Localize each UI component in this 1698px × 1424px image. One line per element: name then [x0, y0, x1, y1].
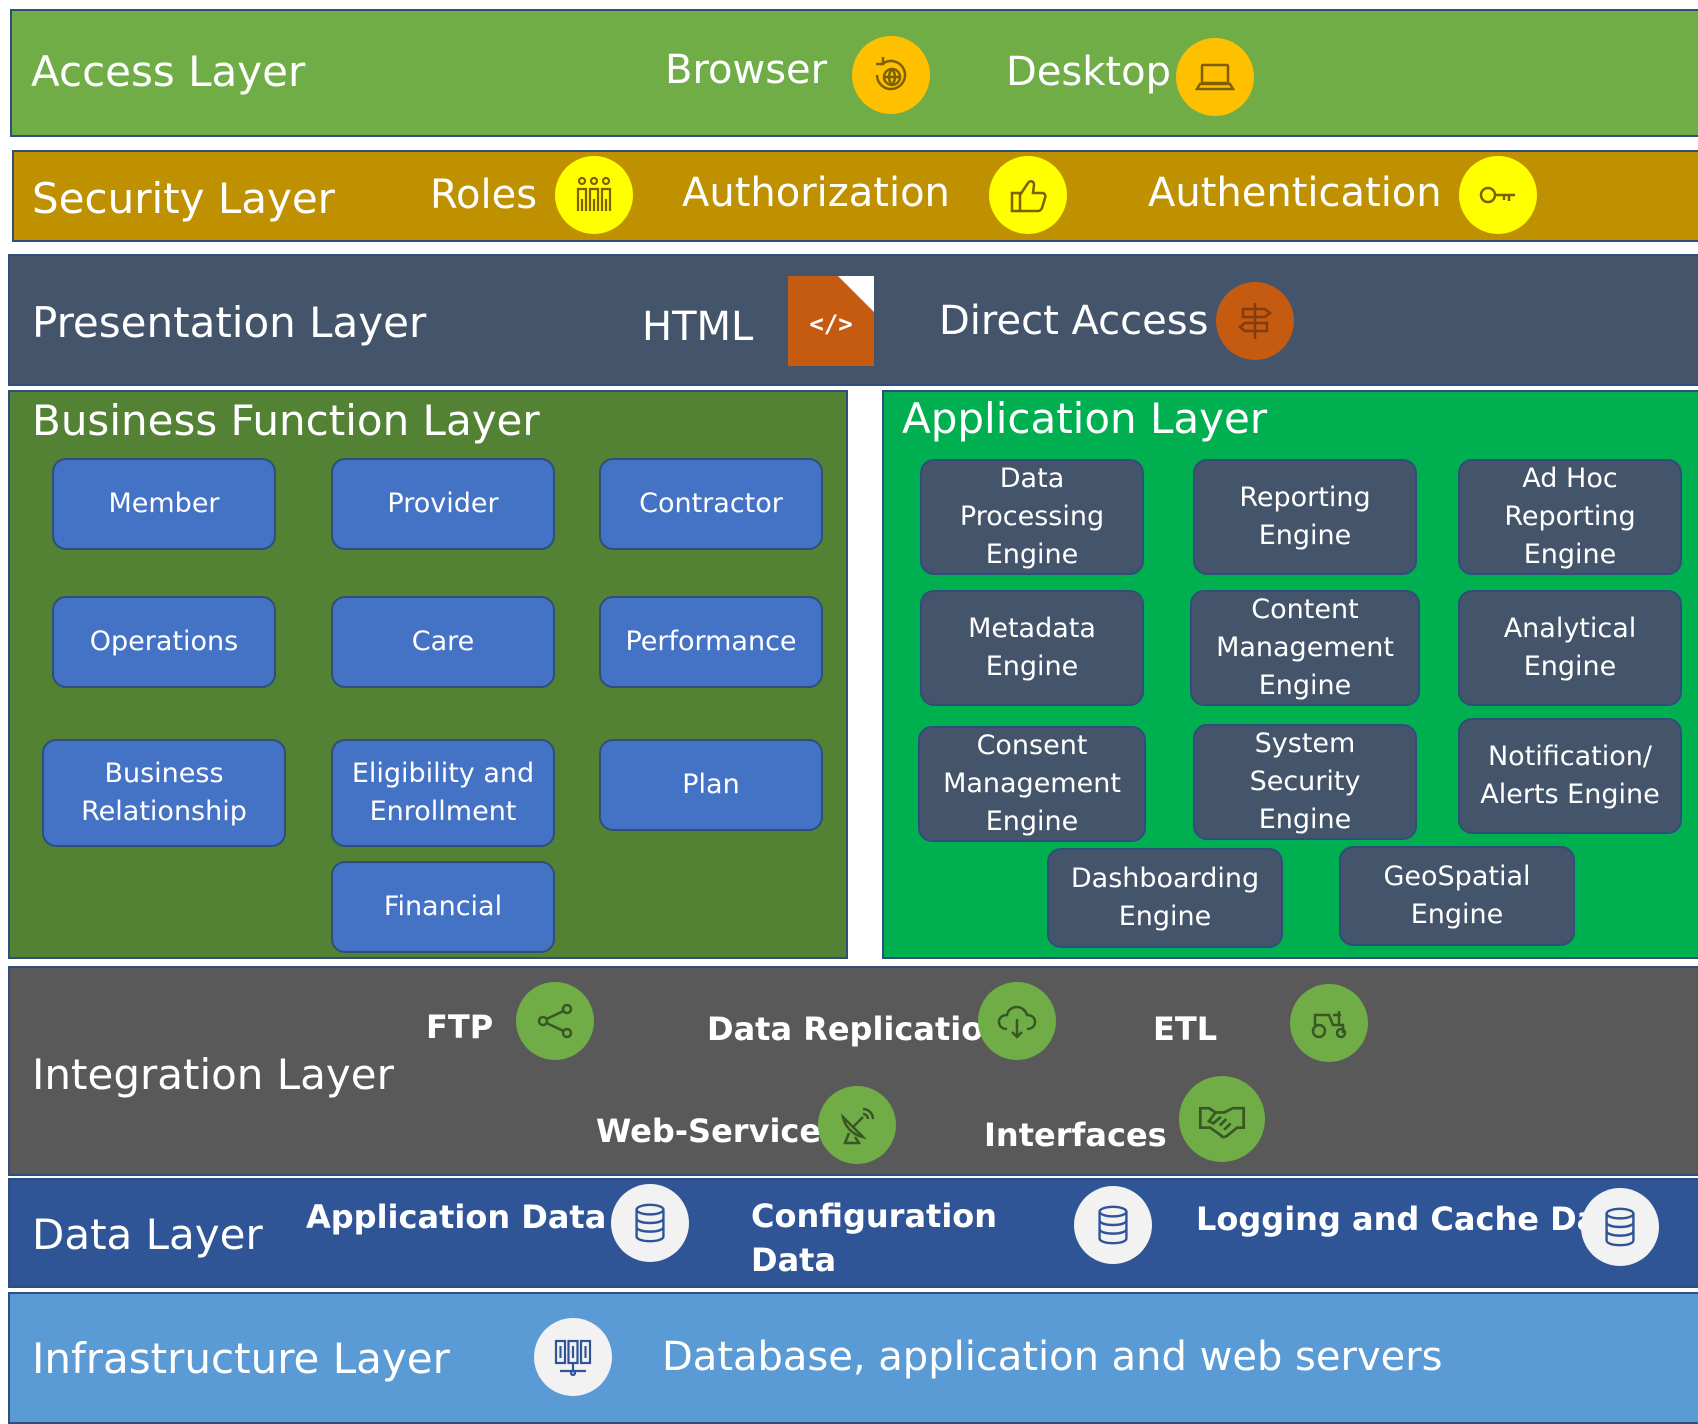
- etl-label: ETL: [1153, 1010, 1218, 1048]
- security-layer: Security Layer Roles Authorization Authe…: [12, 150, 1698, 242]
- tractor-icon: [1290, 984, 1368, 1062]
- member-box: Member: [52, 458, 276, 550]
- ftp-label: FTP: [426, 1008, 494, 1046]
- cloud-download-icon: [978, 982, 1056, 1060]
- integration-layer-title: Integration Layer: [32, 1050, 394, 1099]
- access-layer: Access Layer Browser Desktop: [10, 9, 1698, 137]
- provider-box: Provider: [331, 458, 555, 550]
- logging-cache-data-label: Logging and Cache Data: [1196, 1200, 1636, 1238]
- globe-refresh-icon: [852, 36, 930, 114]
- performance-box: Performance: [599, 596, 823, 688]
- data-replication-label: Data Replication: [707, 1010, 1006, 1048]
- laptop-icon: [1176, 38, 1254, 116]
- operations-box: Operations: [52, 596, 276, 688]
- application-layer-title: Application Layer: [902, 394, 1268, 443]
- authorization-label: Authorization: [682, 170, 950, 216]
- contractor-box: Contractor: [599, 458, 823, 550]
- roles-label: Roles: [430, 172, 538, 218]
- web-services-label: Web-Services: [596, 1112, 841, 1150]
- infrastructure-layer: Infrastructure Layer Database, applicati…: [8, 1292, 1698, 1424]
- key-icon: [1459, 156, 1537, 234]
- html-file-icon: </>: [788, 276, 874, 366]
- business-layer-title: Business Function Layer: [32, 396, 540, 445]
- html-code-symbol: </>: [809, 310, 853, 338]
- data-layer-title: Data Layer: [32, 1210, 263, 1259]
- access-layer-title: Access Layer: [31, 47, 306, 96]
- authentication-label: Authentication: [1148, 170, 1442, 216]
- interfaces-label: Interfaces: [984, 1116, 1167, 1154]
- handshake-icon: [1179, 1076, 1265, 1162]
- direct-access-label: Direct Access: [939, 298, 1209, 344]
- database-icon: [1074, 1186, 1152, 1264]
- share-icon: [516, 982, 594, 1060]
- html-label: HTML: [642, 304, 754, 350]
- data-layer: Data Layer Application Data Configuratio…: [8, 1178, 1698, 1288]
- satellite-dish-icon: [818, 1086, 896, 1164]
- integration-layer: Integration Layer FTP Data Replication E…: [8, 966, 1698, 1176]
- signpost-icon: [1216, 282, 1294, 360]
- servers-icon: [534, 1318, 612, 1396]
- care-box: Care: [331, 596, 555, 688]
- notification-alerts-engine-box: Notification/Alerts Engine: [1458, 718, 1682, 834]
- database-icon: [611, 1184, 689, 1262]
- desktop-label: Desktop: [1006, 49, 1171, 95]
- application-data-label: Application Data: [306, 1198, 607, 1236]
- presentation-layer-title: Presentation Layer: [32, 298, 427, 347]
- infrastructure-layer-title: Infrastructure Layer: [32, 1334, 450, 1383]
- financial-box: Financial: [331, 861, 555, 953]
- thumbs-up-icon: [989, 156, 1067, 234]
- browser-label: Browser: [665, 47, 828, 93]
- plan-box: Plan: [599, 739, 823, 831]
- people-icon: [555, 156, 633, 234]
- database-icon: [1581, 1188, 1659, 1266]
- infrastructure-description: Database, application and web servers: [662, 1334, 1443, 1380]
- security-layer-title: Security Layer: [32, 174, 335, 223]
- presentation-layer: Presentation Layer HTML </> Direct Acces…: [8, 254, 1698, 386]
